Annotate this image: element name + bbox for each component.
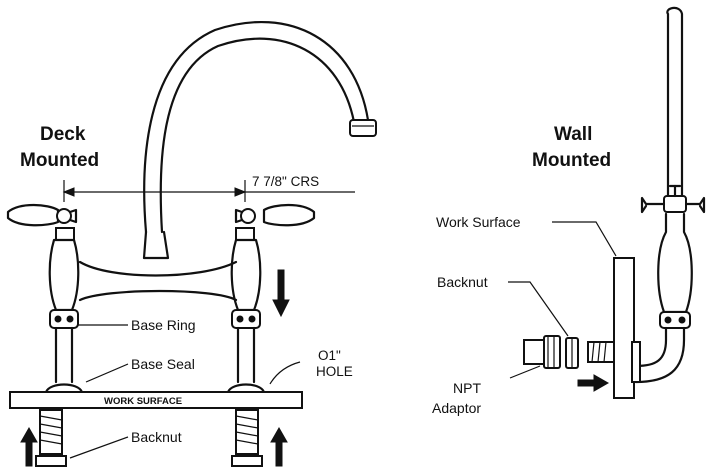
deck-backnut-label: Backnut: [131, 429, 182, 445]
deck-mounted-assembly: 7 7/8" CRS WORK SURFACE: [6, 21, 377, 467]
deck-centers-label: 7 7/8" CRS: [252, 174, 319, 189]
npt-label-line1: NPT: [453, 380, 481, 396]
hole-label-line2: HOLE: [316, 364, 353, 379]
base-seal-label: Base Seal: [131, 356, 195, 372]
npt-label-line2: Adaptor: [432, 400, 481, 416]
wall-surface: [613, 257, 635, 399]
wall-title-line2: Mounted: [532, 150, 611, 171]
deck-down-arrow: [272, 269, 290, 318]
wall-riser: [666, 6, 684, 200]
wall-valve-body: [657, 212, 693, 314]
wall-npt-adaptor: [523, 335, 561, 369]
deck-title-line1: Deck: [40, 124, 86, 145]
hole-label-line1: O1": [318, 348, 341, 363]
deck-centers-dimension: 7 7/8" CRS: [62, 174, 355, 202]
deck-up-arrow-left: [20, 426, 38, 467]
deck-left-valve: [6, 203, 84, 394]
wall-mounted-assembly: [508, 6, 706, 399]
wall-thread-stub: [587, 341, 615, 363]
deck-right-shank: [231, 409, 263, 467]
wall-work-surface-label: Work Surface: [436, 214, 521, 230]
deck-work-surface: [9, 391, 303, 409]
deck-spout: [143, 21, 370, 234]
deck-work-surface-label: WORK SURFACE: [104, 396, 182, 407]
deck-spout-base: [142, 230, 170, 260]
base-ring-label: Base Ring: [131, 317, 196, 333]
wall-elbow: [634, 326, 686, 384]
deck-bridge: [78, 260, 238, 302]
wall-title-line1: Wall: [554, 124, 592, 145]
wall-backnut-label: Backnut: [437, 274, 488, 290]
deck-right-valve: [226, 203, 316, 394]
deck-up-arrow-right: [270, 426, 288, 467]
deck-title-line2: Mounted: [20, 150, 99, 171]
wall-right-arrow: [577, 374, 610, 392]
wall-cross-handle: [640, 184, 706, 214]
deck-spout-aerator: [349, 119, 377, 137]
deck-left-shank: [35, 409, 67, 467]
